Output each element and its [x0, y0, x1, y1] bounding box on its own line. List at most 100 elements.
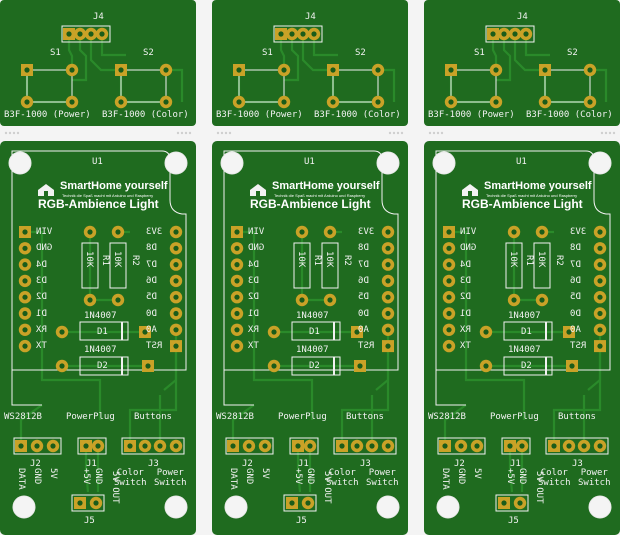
- left-pin-label: RX: [36, 324, 47, 335]
- right-pin-label: 3V3: [570, 227, 587, 237]
- u1-ref-label: U1: [92, 157, 103, 167]
- mouse-bite: [228, 131, 232, 135]
- power-switch-label: Power Switch: [154, 468, 187, 488]
- d2-pin-drill: [357, 363, 363, 369]
- mouse-bite: [180, 131, 184, 135]
- right-pin-label: D8: [570, 243, 581, 254]
- left-pin-label: D3: [460, 275, 471, 286]
- d2-value-label: 1N4007: [84, 345, 117, 355]
- j1-ref-label: J1: [298, 459, 309, 469]
- brand-label: SmartHome yourself: [484, 180, 592, 192]
- d1-value-label: 1N4007: [84, 311, 117, 321]
- right-pin-label: A0: [570, 324, 581, 335]
- d1-value-label: 1N4007: [508, 311, 541, 321]
- board-title: RGB-Ambience Light: [250, 197, 371, 211]
- left-pin-label: D1: [36, 308, 47, 319]
- d1-pin-drill: [483, 329, 489, 335]
- s2-pin-drill: [163, 99, 169, 105]
- s2-outline: [332, 69, 379, 103]
- r1-ref-label: R1: [524, 255, 534, 266]
- left-pin-label: D4: [36, 259, 47, 270]
- mounting-hole: [164, 495, 188, 519]
- tagline-label: Technik die Spaß macht mit Arduino und R…: [274, 193, 366, 198]
- j2-pin-drill: [50, 443, 56, 449]
- j3-pin-drill: [551, 443, 557, 449]
- board-title: RGB-Ambience Light: [38, 197, 159, 211]
- trace: [128, 350, 178, 446]
- right-pin-label: D6: [358, 275, 369, 286]
- powerplug-section-label: PowerPlug: [66, 412, 115, 422]
- u1-left-pin-drill: [234, 294, 240, 300]
- left-pin-label: TX: [36, 341, 47, 352]
- left-pin-label: D3: [248, 275, 259, 286]
- right-pin-label: RST: [358, 341, 375, 352]
- j1-pin-label: GND: [517, 468, 527, 485]
- buttons-section-label: Buttons: [346, 412, 384, 422]
- r2-body: [533, 242, 551, 289]
- s1-pin-drill: [448, 67, 454, 73]
- j2-ref-label: J2: [242, 459, 253, 469]
- j2-pin-drill: [18, 443, 24, 449]
- j2-pin-label: GND: [244, 468, 254, 485]
- j5-pin-drill: [501, 500, 507, 506]
- mounting-hole: [432, 151, 456, 175]
- j3-pin-drill: [127, 443, 133, 449]
- u1-right-pin-drill: [597, 245, 603, 251]
- j2-ref-label: J2: [454, 459, 465, 469]
- j4-outline: [273, 25, 323, 43]
- r1-ref-label: R1: [312, 255, 322, 266]
- r2-pin-drill: [539, 229, 545, 235]
- r1-pin-drill: [87, 297, 93, 303]
- right-pin-label: D5: [146, 292, 157, 303]
- u1-left-pin-drill: [446, 229, 452, 235]
- mounting-hole: [436, 495, 460, 519]
- house-logo-icon: [462, 184, 478, 196]
- s1-pin-drill: [493, 99, 499, 105]
- u1-right-pin-drill: [173, 310, 179, 317]
- d1-pin-drill: [354, 329, 360, 335]
- j2-pin-label: 5V: [260, 468, 270, 479]
- right-pin-label: D5: [358, 292, 369, 303]
- s1-pin-drill: [24, 67, 30, 73]
- d2-pin-drill: [271, 363, 277, 369]
- r1-pin-drill: [511, 297, 517, 303]
- s1-outline: [450, 69, 497, 103]
- right-pin-label: D8: [146, 243, 157, 254]
- u1-outline-tail: [223, 370, 254, 406]
- s1-value-label: B3F-1000 (Power): [4, 110, 91, 120]
- j4-pin-drill: [289, 31, 295, 37]
- left-pin-label: VIN: [248, 227, 265, 237]
- left-pin-label: D2: [248, 292, 259, 303]
- u1-outline: [223, 150, 399, 371]
- mouse-bite: [604, 131, 608, 135]
- r2-body: [109, 242, 127, 289]
- right-pin-label: D7: [570, 259, 581, 270]
- ws2812b-section-label: WS2812B: [4, 412, 42, 422]
- u1-left-pin-drill: [234, 229, 240, 235]
- right-pin-label: RST: [146, 341, 163, 352]
- trace: [312, 34, 338, 57]
- j2-pin-drill: [262, 443, 268, 449]
- left-pin-label: D4: [460, 259, 471, 270]
- s2-ref-label: S2: [567, 48, 578, 58]
- u1-left-pin-drill: [22, 327, 28, 333]
- j3-pin-drill: [354, 443, 360, 449]
- trace: [449, 230, 526, 420]
- s2-value-label: B3F-1000 (Color): [314, 110, 401, 120]
- s1-pin-drill: [493, 67, 499, 73]
- trace: [284, 34, 300, 82]
- u1-right-pin-drill: [173, 229, 179, 235]
- u1-left-pin-drill: [22, 229, 28, 235]
- j2-pin-drill: [230, 443, 236, 449]
- j3-pin-drill: [157, 443, 163, 449]
- r1-body: [505, 242, 523, 289]
- u1-right-pin-drill: [597, 310, 603, 317]
- trace: [513, 34, 545, 72]
- u1-left-pin-drill: [234, 310, 240, 317]
- j5-pin-drill: [517, 500, 523, 506]
- trace: [72, 34, 88, 82]
- left-pin-label: TX: [460, 341, 471, 352]
- trace: [524, 34, 550, 57]
